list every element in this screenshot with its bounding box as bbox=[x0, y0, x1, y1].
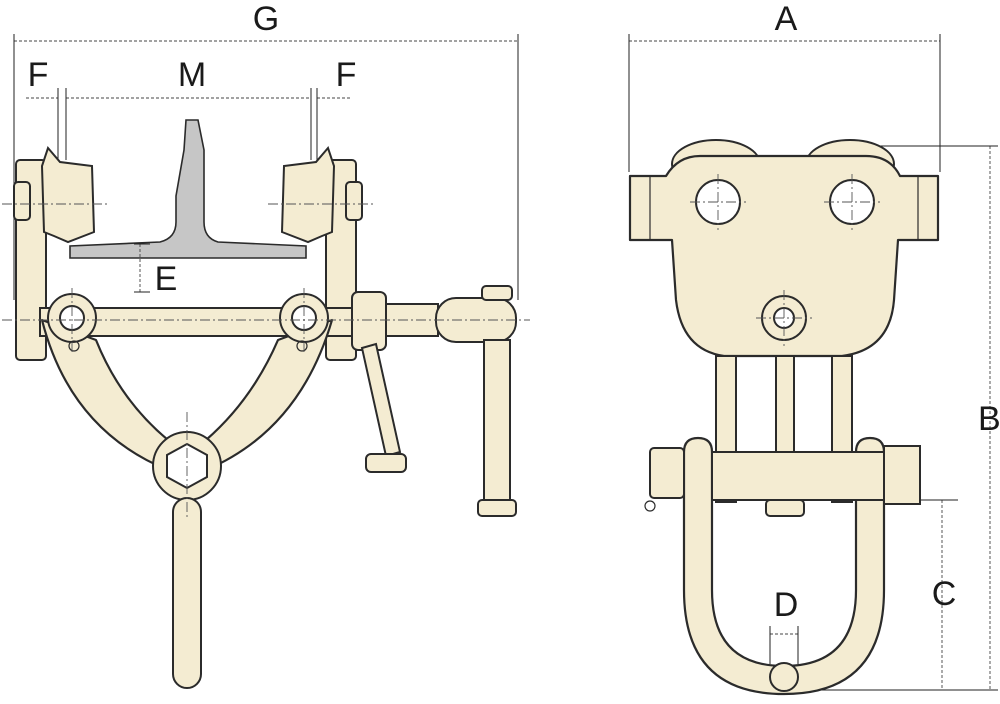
tbar-top-cap bbox=[481, 285, 513, 301]
label-e: E bbox=[155, 260, 178, 298]
dimension-a: A bbox=[628, 0, 941, 172]
yoke-body-right bbox=[204, 318, 334, 472]
label-f-left: F bbox=[28, 56, 49, 94]
left-axle-nut bbox=[13, 181, 31, 221]
shackle-bow-section bbox=[769, 662, 799, 692]
right-axle-nut bbox=[345, 181, 363, 221]
screw-housing bbox=[351, 291, 387, 351]
label-c: C bbox=[932, 575, 957, 613]
right-cotter-pin-icon bbox=[296, 340, 308, 352]
shackle-nut bbox=[883, 445, 921, 505]
tbar-bottom-cap bbox=[477, 499, 517, 517]
dimension-b: B bbox=[790, 145, 1000, 691]
locking-lever-grip bbox=[365, 453, 407, 473]
tbar-rod bbox=[483, 339, 511, 511]
dimension-d: D bbox=[769, 586, 799, 664]
label-m: M bbox=[178, 56, 206, 94]
yoke-body bbox=[40, 318, 170, 472]
dimension-f-right: F bbox=[316, 56, 357, 160]
label-b: B bbox=[978, 400, 1000, 438]
right-wheel bbox=[280, 146, 336, 244]
lever-handle bbox=[172, 497, 202, 689]
left-cotter-pin-icon bbox=[68, 340, 80, 352]
left-wheel bbox=[40, 146, 96, 244]
locking-lever bbox=[360, 342, 402, 458]
label-f-right: F bbox=[336, 56, 357, 94]
hanger-rod-cap bbox=[765, 499, 805, 517]
shackle-pin-head bbox=[649, 447, 685, 499]
dimension-g: G bbox=[13, 0, 519, 300]
i-beam-section bbox=[69, 119, 307, 259]
side-view: A B C bbox=[628, 0, 1000, 696]
dimension-c: C bbox=[900, 499, 958, 690]
label-d: D bbox=[774, 586, 799, 624]
label-a: A bbox=[775, 0, 798, 38]
dimension-e: E bbox=[134, 243, 178, 298]
dimension-m: M bbox=[65, 56, 312, 160]
shackle-pin bbox=[711, 451, 885, 501]
front-view: G M F F E bbox=[2, 0, 530, 689]
shackle-cotter-icon bbox=[644, 500, 656, 512]
label-g: G bbox=[253, 0, 279, 38]
dimension-f-left: F bbox=[26, 56, 59, 160]
